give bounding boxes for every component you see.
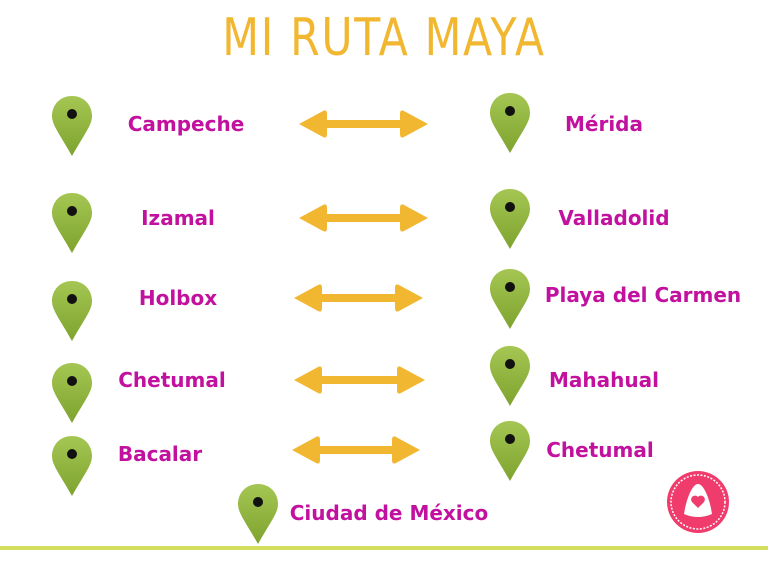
- map-pin-icon: [51, 95, 93, 157]
- map-pin-icon: [489, 268, 531, 330]
- page-title: MI RUTA MAYA: [222, 8, 546, 68]
- left-stop-5: Bacalar: [117, 442, 203, 466]
- map-pin-icon: [489, 92, 531, 154]
- left-stop-2: Izamal: [141, 206, 215, 230]
- left-stop-4: Chetumal: [118, 368, 226, 392]
- map-pin-icon: [489, 345, 531, 407]
- right-stop-1: Mérida: [565, 112, 643, 136]
- right-stop-3: Playa del Carmen: [544, 283, 742, 307]
- final-stop: Ciudad de México: [289, 501, 489, 525]
- double-arrow-icon: [290, 435, 422, 465]
- double-arrow-icon: [297, 109, 430, 139]
- map-pin-icon: [51, 435, 93, 497]
- map-pin-icon: [51, 192, 93, 254]
- right-stop-4: Mahahual: [549, 368, 659, 392]
- map-pin-icon: [237, 483, 279, 545]
- right-stop-5: Chetumal: [546, 438, 654, 462]
- map-pin-icon: [51, 280, 93, 342]
- right-stop-2: Valladolid: [558, 206, 670, 230]
- bottom-divider: [0, 546, 768, 550]
- double-arrow-icon: [292, 283, 425, 313]
- double-arrow-icon: [292, 365, 427, 395]
- map-pin-icon: [489, 420, 531, 482]
- double-arrow-icon: [297, 203, 430, 233]
- map-pin-icon: [489, 188, 531, 250]
- left-stop-3: Holbox: [138, 286, 218, 310]
- map-pin-icon: [51, 362, 93, 424]
- left-stop-1: Campeche: [127, 112, 245, 136]
- backpack-heart-logo: [667, 471, 729, 533]
